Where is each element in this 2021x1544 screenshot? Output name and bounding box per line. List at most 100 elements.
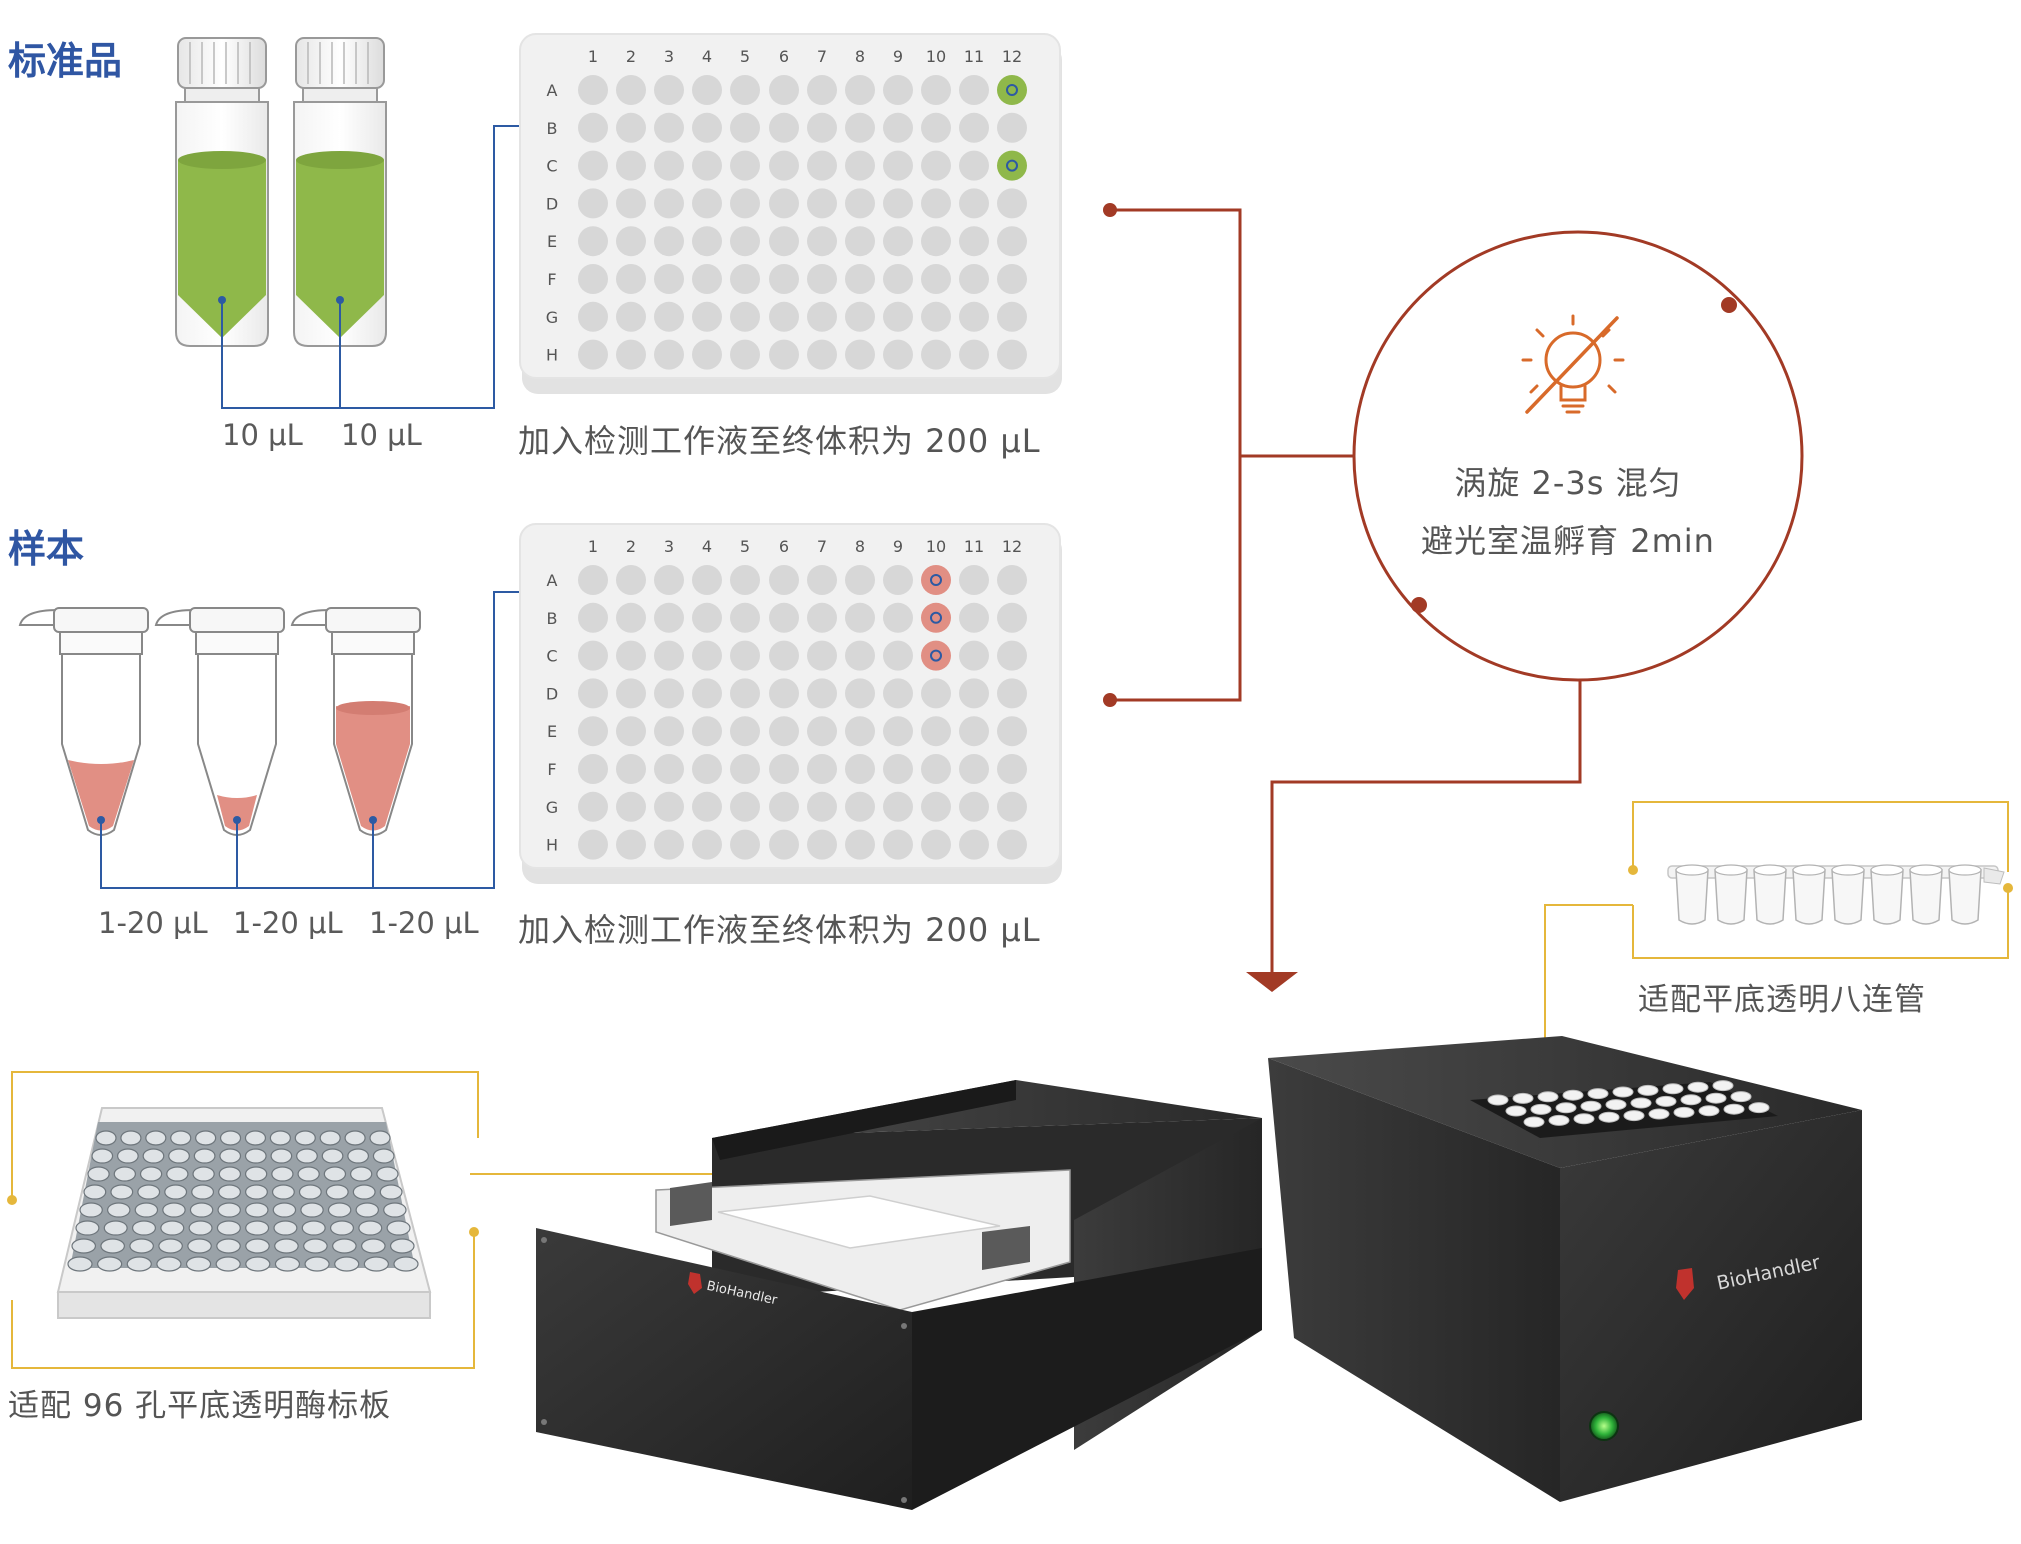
well-C2: [616, 150, 646, 181]
well-F1: [578, 264, 608, 294]
well-H2: [616, 339, 646, 370]
column-label: 9: [893, 47, 903, 66]
well-C12: [997, 150, 1027, 181]
sample-instruction: 加入检测工作液至终体积为 200 μL: [518, 911, 1041, 949]
well-D9: [883, 188, 913, 219]
well-A2: [616, 565, 646, 595]
row-label: A: [547, 571, 558, 590]
standard-volume-2: 10 μL: [341, 418, 422, 452]
column-label: 8: [855, 47, 865, 66]
column-label: 1: [588, 537, 598, 556]
sample-tube-3: [290, 607, 421, 836]
well-C3: [654, 150, 684, 181]
well-A1: [578, 75, 608, 105]
column-label: 10: [926, 537, 946, 556]
well-A9: [883, 75, 913, 105]
well-B7: [807, 112, 837, 143]
well-G5: [730, 791, 760, 822]
well-E11: [959, 716, 989, 747]
well-H10: [921, 829, 951, 860]
well-G6: [769, 301, 799, 332]
row-label: H: [546, 346, 558, 365]
well-E9: [883, 716, 913, 747]
well-F10: [921, 264, 951, 294]
row-label: C: [546, 157, 557, 176]
well-B5: [730, 112, 760, 143]
well-A6: [769, 75, 799, 105]
well-B3: [654, 602, 684, 633]
column-label: 12: [1002, 537, 1022, 556]
well-H9: [883, 339, 913, 370]
well-F8: [845, 264, 875, 294]
power-led-icon: [1589, 1411, 1619, 1441]
process-connector: [1110, 208, 1582, 975]
well-C8: [845, 640, 875, 671]
well-B10: [921, 602, 951, 633]
well-D10: [921, 188, 951, 219]
plate-reader-device: [536, 1080, 1262, 1510]
well-E12: [997, 226, 1027, 257]
column-label: 7: [817, 47, 827, 66]
well-B11: [959, 112, 989, 143]
row-label: B: [547, 119, 558, 138]
well-B1: [578, 602, 608, 633]
well-G9: [883, 301, 913, 332]
well-H6: [769, 339, 799, 370]
well-A5: [730, 565, 760, 595]
well-E5: [730, 716, 760, 747]
well-D3: [654, 188, 684, 219]
well-D6: [769, 188, 799, 219]
sample-tube-1: [18, 607, 149, 836]
well-E1: [578, 226, 608, 257]
sample-volume-3: 1-20 μL: [369, 906, 479, 940]
column-label: 1: [588, 47, 598, 66]
column-label: 5: [740, 537, 750, 556]
well-G7: [807, 791, 837, 822]
well-C10: [921, 640, 951, 671]
well-F6: [769, 754, 799, 784]
well-B10: [921, 112, 951, 143]
column-label: 6: [779, 47, 789, 66]
well-E6: [769, 226, 799, 257]
well-G12: [997, 301, 1027, 332]
column-label: 9: [893, 537, 903, 556]
well-E11: [959, 226, 989, 257]
standard-volume-1: 10 μL: [222, 418, 303, 452]
standard-vial-1: [175, 37, 269, 347]
well-H10: [921, 339, 951, 370]
row-label: B: [547, 609, 558, 628]
column-label: 4: [702, 47, 712, 66]
well-B12: [997, 602, 1027, 633]
well-F7: [807, 754, 837, 784]
well-H4: [692, 339, 722, 370]
well-D3: [654, 678, 684, 709]
strip-reader-device: [1268, 1036, 1862, 1502]
well-B3: [654, 112, 684, 143]
eight-strip-tubes: [1667, 864, 2005, 925]
well-B4: [692, 602, 722, 633]
well-B6: [769, 112, 799, 143]
well-H5: [730, 829, 760, 860]
well-E2: [616, 716, 646, 747]
well-F1: [578, 754, 608, 784]
well-C3: [654, 640, 684, 671]
well-C6: [769, 150, 799, 181]
well-A10: [921, 75, 951, 105]
well-C1: [578, 640, 608, 671]
row-label: C: [546, 647, 557, 666]
well-B12: [997, 112, 1027, 143]
well-D6: [769, 678, 799, 709]
sample-volume-2: 1-20 μL: [233, 906, 343, 940]
column-label: 2: [626, 537, 636, 556]
well-D8: [845, 188, 875, 219]
well-F10: [921, 754, 951, 784]
well-E8: [845, 716, 875, 747]
standard-vial-2: [293, 37, 387, 347]
well-D4: [692, 188, 722, 219]
microplate-photo: [56, 1107, 432, 1319]
well-B8: [845, 112, 875, 143]
well-B1: [578, 112, 608, 143]
